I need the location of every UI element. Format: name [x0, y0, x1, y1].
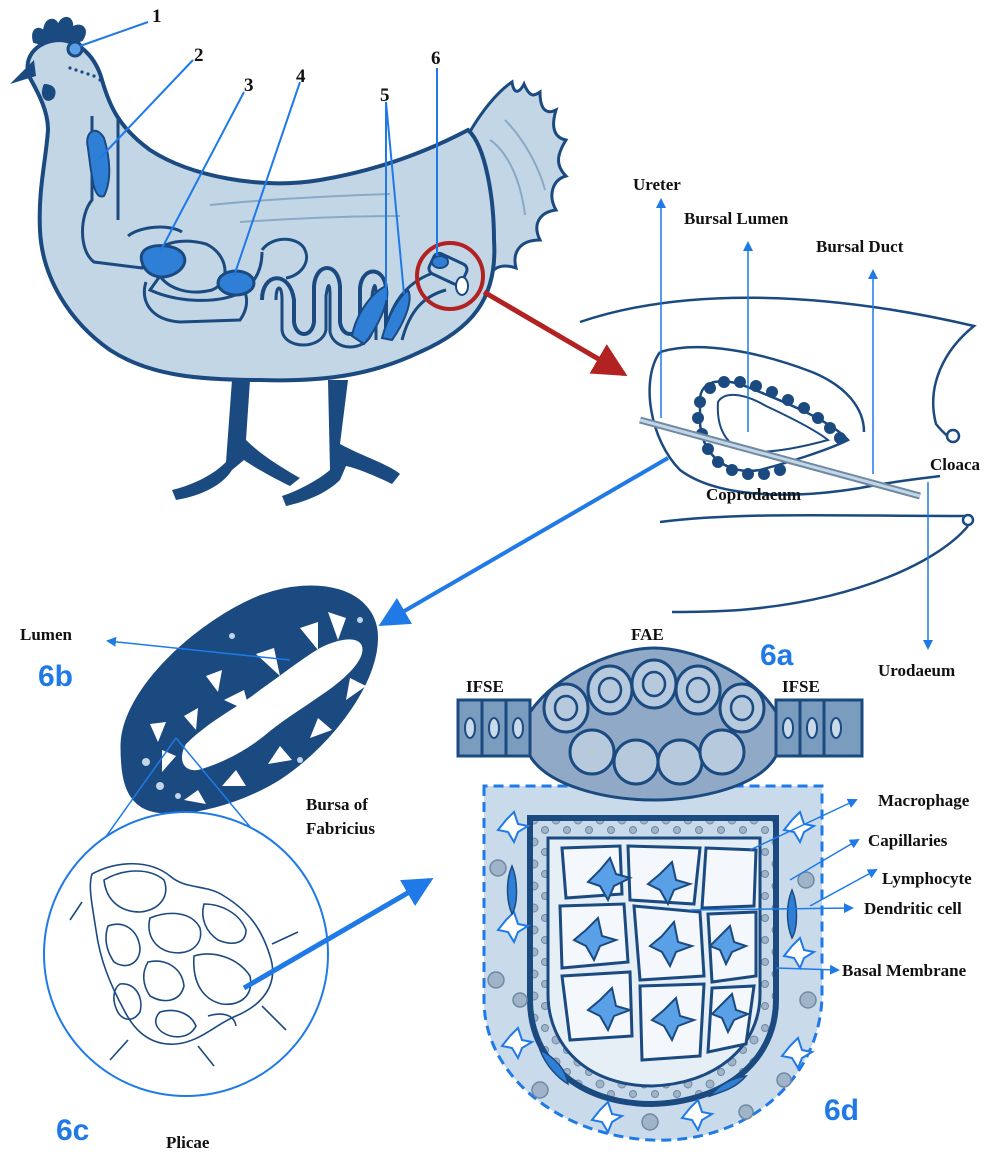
bursa-callout-arrow [484, 292, 624, 374]
panel-label-6c: 6c [56, 1114, 89, 1147]
dendritic-cell-label: Dendritic cell [864, 899, 962, 918]
capillaries-label: Capillaries [868, 831, 948, 850]
coprodaeum-label: Coprodaeum [706, 485, 801, 504]
chicken-body [28, 40, 495, 380]
panel-label-6b: 6b [38, 660, 73, 693]
cloaca-to-bursa-arrow [382, 458, 668, 624]
urodaeum-label: Urodaeum [878, 661, 955, 680]
follicle-section: FAE IFSE IFSE Macrophage Capillaries Lym… [458, 625, 972, 1140]
lumen-label: Lumen [20, 625, 73, 644]
organ-number-6: 6 [431, 48, 441, 69]
macrophage-label: Macrophage [878, 791, 970, 810]
plicae-label: Plicae [166, 1133, 210, 1152]
organ-number-3: 3 [244, 75, 254, 96]
ifse-left-epithelium [458, 700, 530, 756]
panel-label-6d: 6d [824, 1094, 859, 1127]
basal-membrane-label: Basal Membrane [842, 961, 967, 980]
lymphocyte-label: Lymphocyte [882, 869, 972, 888]
bursa-name-line1: Bursa of [306, 795, 368, 814]
organ-number-4: 4 [296, 66, 306, 87]
organ-number-2: 2 [194, 45, 204, 66]
fae-dome [530, 648, 776, 800]
bursa-name-line2: Fabricius [306, 819, 375, 838]
ifse-right-epithelium [776, 700, 862, 756]
organ-number-5: 5 [380, 85, 390, 106]
bursal-lumen-label: Bursal Lumen [684, 209, 789, 228]
bursal-duct-label: Bursal Duct [816, 237, 904, 256]
fae-label: FAE [631, 625, 664, 644]
ureter-label: Ureter [633, 175, 681, 194]
eye-icon [68, 42, 82, 56]
panel-label-6a: 6a [760, 639, 794, 672]
magnified-circle [44, 812, 328, 1096]
cloaca-label: Cloaca [930, 455, 981, 474]
ifse-right-label: IFSE [782, 677, 820, 696]
chicken-illustration: 1 2 3 4 5 6 [10, 6, 624, 506]
bursa-cross-section: Lumen 6b Bursa of Fabricius [20, 587, 377, 838]
pancreas-icon [218, 271, 254, 295]
organ-number-1: 1 [152, 6, 162, 27]
legs-icon [172, 380, 400, 506]
ifse-left-label: IFSE [466, 677, 504, 696]
spleen-icon [141, 246, 185, 277]
